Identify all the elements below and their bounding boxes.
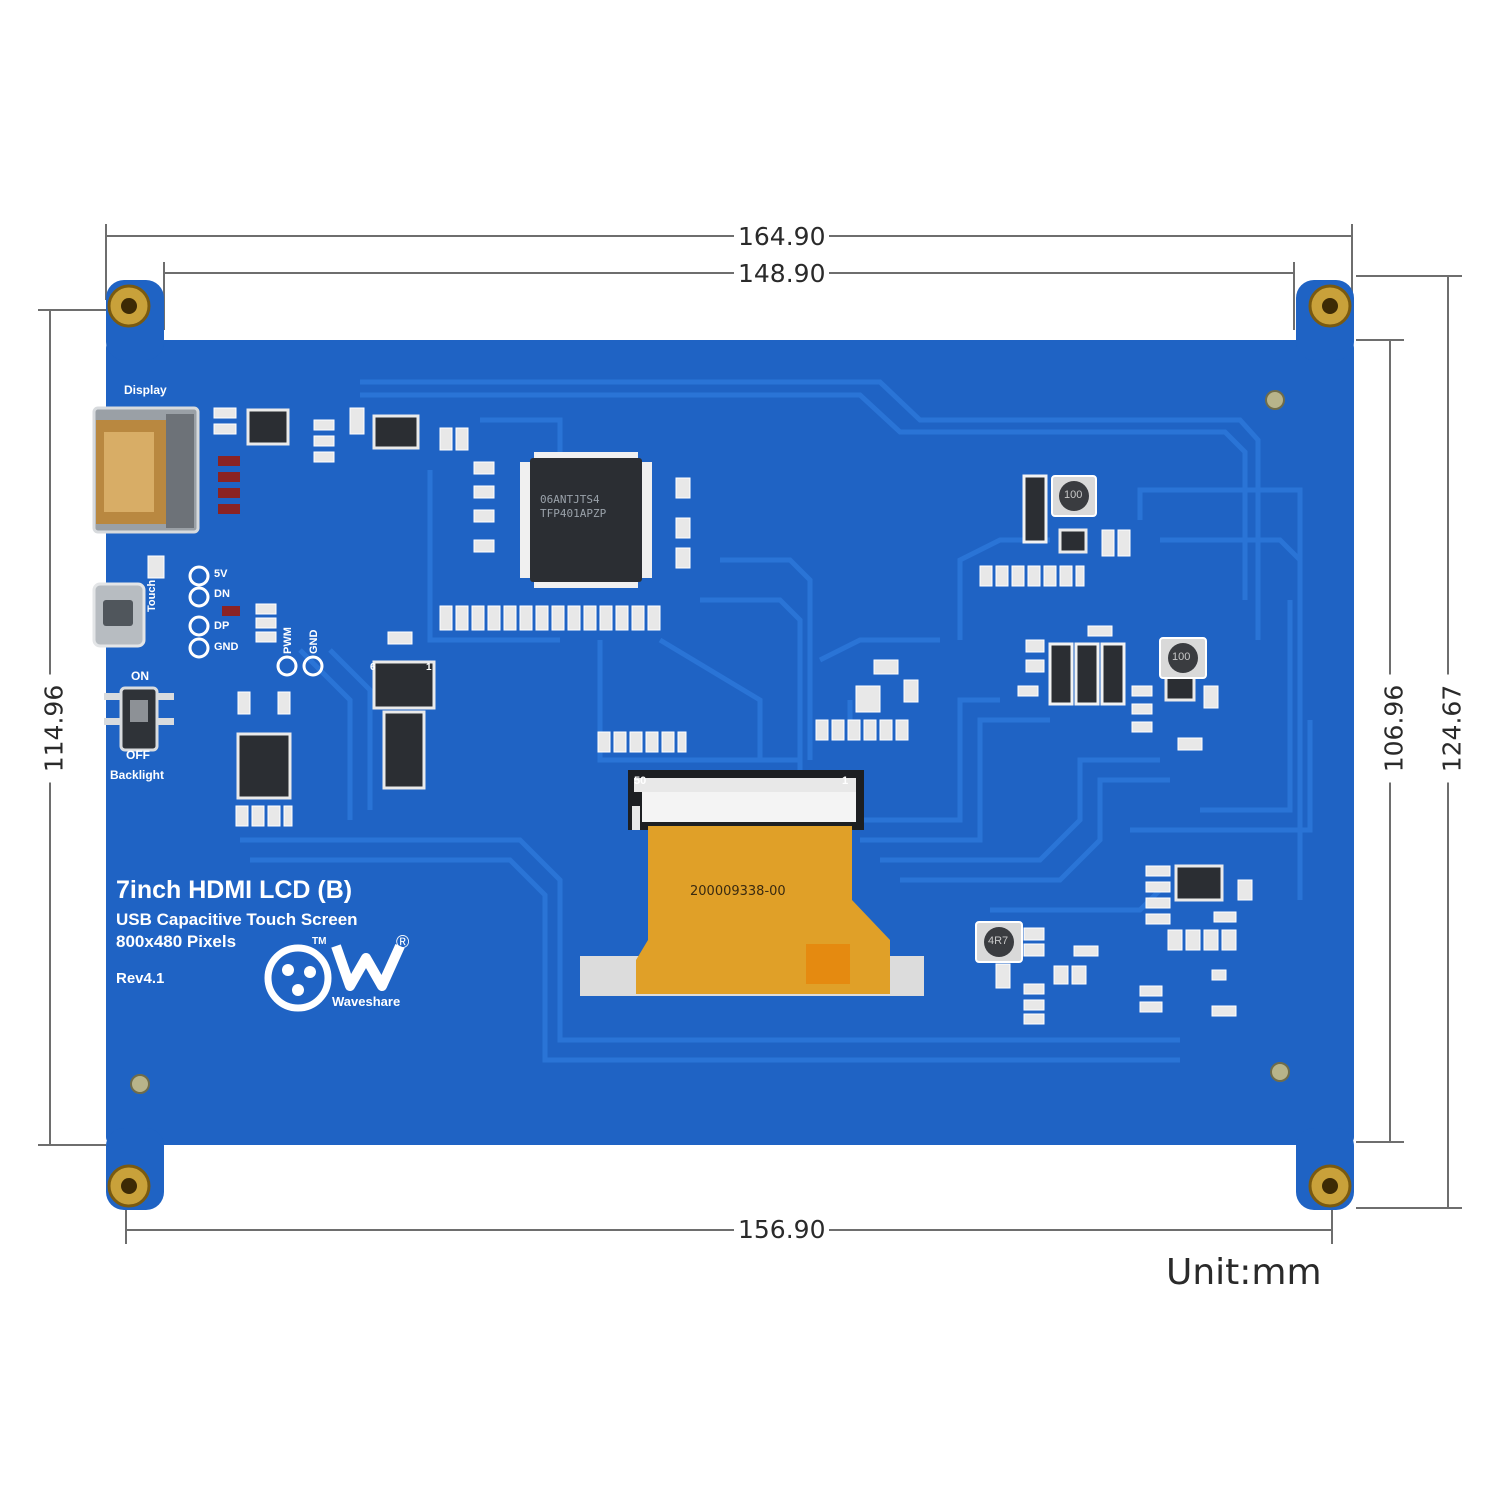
dim-outer-height: 124.67 bbox=[1437, 674, 1467, 783]
mount-hole-bottom-right bbox=[1308, 1164, 1352, 1208]
dim-bottom-width: 156.90 bbox=[734, 1215, 830, 1244]
silk-off-label: OFF bbox=[126, 748, 150, 762]
silk-fpc-pin-1: 1 bbox=[842, 775, 849, 787]
inductor-label-3: 4R7 bbox=[988, 935, 1009, 947]
ic-components bbox=[236, 408, 1224, 902]
board-title: 7inch HDMI LCD (B) bbox=[116, 876, 353, 904]
silk-on-label: ON bbox=[131, 669, 149, 683]
mount-hole-bottom-left bbox=[107, 1164, 151, 1208]
test-pad bbox=[1265, 390, 1285, 410]
chip-marking-2: TFP401APZP bbox=[540, 507, 607, 520]
dim-outer-width: 164.90 bbox=[734, 222, 830, 251]
inductors bbox=[975, 475, 1207, 963]
trademark-mark: TM bbox=[312, 936, 327, 947]
dim-hole-spacing-width: 148.90 bbox=[734, 259, 830, 288]
dim-inner-height: 106.96 bbox=[1379, 674, 1409, 783]
passive-components bbox=[147, 407, 1253, 1025]
pcb-traces bbox=[240, 379, 1313, 1063]
silk-display-label: Display bbox=[124, 383, 167, 397]
micro-usb-port bbox=[92, 582, 146, 648]
inductor-label-2: 100 bbox=[1172, 651, 1191, 663]
silk-conn-6: 6 bbox=[370, 662, 376, 673]
silk-touch-label: Touch bbox=[146, 579, 158, 612]
hdmi-port bbox=[92, 406, 200, 534]
silk-pin-dn: DN bbox=[214, 588, 230, 600]
silk-fpc-pin-50: 50 bbox=[634, 775, 647, 787]
chip-marking-1: 06ANTJTS4 bbox=[540, 493, 600, 506]
silk-pin-5v: 5V bbox=[214, 568, 228, 580]
silk-backlight-label: Backlight bbox=[110, 768, 165, 782]
board-subtitle-1: USB Capacitive Touch Screen bbox=[116, 910, 358, 929]
fpc-cable bbox=[580, 826, 924, 996]
mount-hole-top-left bbox=[107, 284, 151, 328]
header-pins bbox=[188, 565, 324, 677]
red-resistors bbox=[218, 456, 240, 616]
unit-label: Unit:mm bbox=[1166, 1252, 1322, 1293]
dim-left-height: 114.96 bbox=[39, 674, 69, 783]
mount-hole-top-right bbox=[1308, 284, 1352, 328]
test-pad bbox=[130, 1074, 150, 1094]
silk-pin-dp: DP bbox=[214, 620, 230, 632]
silk-conn-1: 1 bbox=[426, 662, 432, 673]
board-revision: Rev4.1 bbox=[116, 970, 165, 987]
test-pad bbox=[1270, 1062, 1290, 1082]
fpc-code: 200009338-00 bbox=[690, 884, 786, 899]
main-chip bbox=[520, 452, 652, 588]
brand-name: Waveshare bbox=[332, 994, 401, 1009]
board-subtitle-2: 800x480 Pixels bbox=[116, 932, 237, 951]
silk-pin-gnd: GND bbox=[214, 641, 239, 653]
silk-pin-pwm: PWM bbox=[282, 627, 294, 654]
power-components bbox=[1022, 474, 1126, 706]
waveshare-logo-icon bbox=[264, 943, 405, 1012]
silk-pin-gnd-2: GND bbox=[308, 629, 320, 654]
registered-mark: ® bbox=[396, 932, 410, 952]
backlight-switch bbox=[104, 686, 174, 752]
inductor-label-1: 100 bbox=[1064, 489, 1083, 501]
fpc-connector bbox=[628, 770, 864, 830]
mounting-holes bbox=[107, 284, 1352, 1208]
